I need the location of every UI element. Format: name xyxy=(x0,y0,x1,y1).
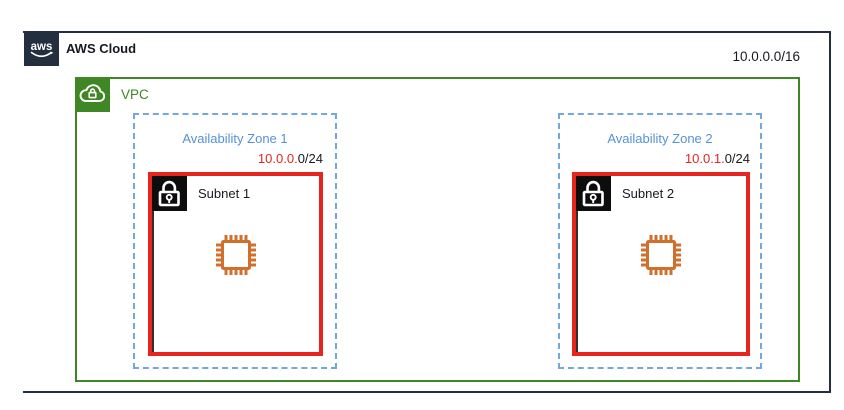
aws-cloud-label: AWS Cloud xyxy=(66,41,137,56)
subnet-1-box: Subnet 1 xyxy=(148,172,323,356)
subnet-1-cidr-prefix: 10.0.0. xyxy=(257,151,298,166)
subnet-2-cidr-prefix: 10.0.1. xyxy=(684,151,725,166)
subnet-2-box: Subnet 2 xyxy=(572,172,750,356)
subnet-2-label: Subnet 2 xyxy=(622,186,675,201)
subnet-1-cidr-suffix: 0/24 xyxy=(297,151,323,166)
subnet-2-cidr-suffix: 0/24 xyxy=(724,151,750,166)
vpc-cloud-lock-icon xyxy=(75,77,110,112)
availability-zone-1-label: Availability Zone 1 xyxy=(182,131,288,146)
aws-logo-icon: aws xyxy=(24,31,59,66)
private-subnet-lock-icon xyxy=(576,176,611,211)
vpc-container xyxy=(75,77,800,382)
vpc-label: VPC xyxy=(121,87,149,102)
aws-logo-text: aws xyxy=(31,41,53,53)
subnet-1-inner-edge xyxy=(152,176,154,352)
aws-cloud-container xyxy=(23,31,831,393)
ec2-chip-icon xyxy=(213,232,259,278)
subnet-2-cidr-label: 10.0.1.0/24 xyxy=(685,151,750,166)
subnet-1-cidr-label: 10.0.0.0/24 xyxy=(258,151,323,166)
vpc-cidr-label: 10.0.0.0/16 xyxy=(732,49,800,64)
subnet-2-inner-edge xyxy=(576,176,578,352)
availability-zone-1: Availability Zone 1 10.0.0.0/24 Subnet 1 xyxy=(133,113,337,369)
private-subnet-lock-icon xyxy=(152,176,187,211)
availability-zone-2: Availability Zone 2 10.0.1.0/24 Subnet 2 xyxy=(558,113,762,369)
subnet-1-label: Subnet 1 xyxy=(198,186,251,201)
ec2-chip-icon xyxy=(638,232,684,278)
availability-zone-2-label: Availability Zone 2 xyxy=(607,131,713,146)
